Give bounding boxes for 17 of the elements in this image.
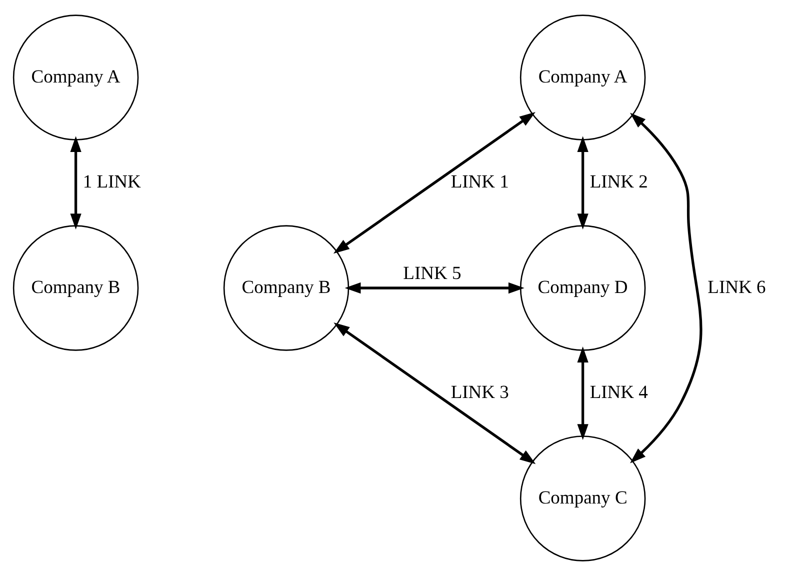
node-circle: Company D [520,225,646,351]
arrow [333,112,536,254]
edge-label: LINK 5 [403,263,462,284]
edge-label: LINK 2 [590,172,648,193]
arrow [70,136,82,230]
edge-label: LINK 4 [590,382,648,404]
arrow [577,136,588,230]
node-circle: Company A [12,14,139,140]
arrow [630,112,702,464]
edge-label: 1 LINK [82,172,141,193]
edge-label: LINK 6 [708,276,766,298]
edge-label: LINK 1 [450,172,509,193]
edge-label: LINK 3 [450,382,509,404]
arrow [334,322,536,464]
node-circle: Company B [12,225,139,351]
arrow [344,282,524,294]
arrow [577,346,588,440]
